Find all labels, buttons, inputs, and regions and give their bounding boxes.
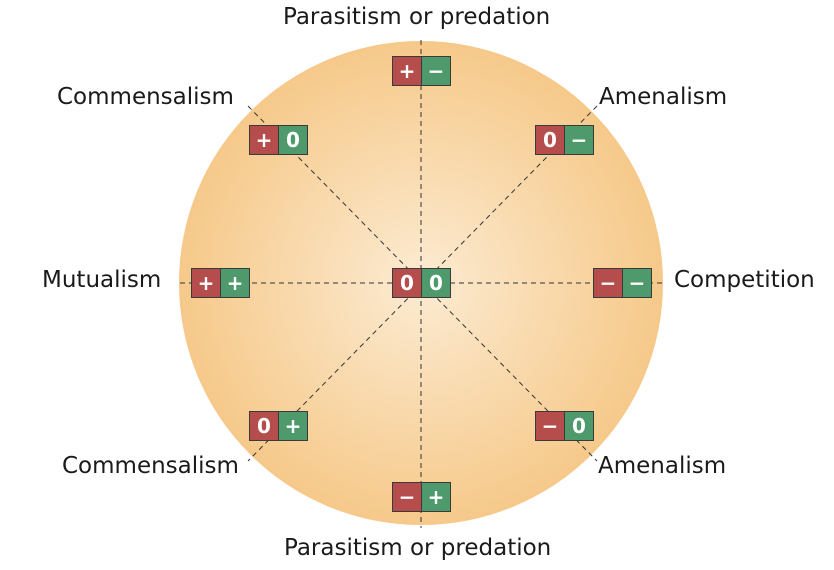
- species-a-effect: 0: [250, 412, 279, 440]
- guide-line: [247, 105, 598, 462]
- outcome-pair-right: − −: [593, 268, 652, 298]
- outcome-pair-bottom-left: 0 +: [249, 411, 308, 441]
- species-a-effect: −: [536, 412, 565, 440]
- outcome-pair-top-left: + 0: [249, 125, 308, 155]
- outcome-pair-left: + +: [191, 268, 250, 298]
- label-bottom: Parasitism or predation: [284, 535, 552, 561]
- species-b-effect: −: [422, 57, 450, 85]
- species-a-effect: −: [393, 483, 422, 511]
- species-b-effect: 0: [565, 412, 593, 440]
- species-b-effect: +: [279, 412, 307, 440]
- guide-line: [247, 105, 598, 462]
- outcome-pair-top: + −: [392, 56, 451, 86]
- outcome-pair-bottom-right: − 0: [535, 411, 594, 441]
- outcome-pair-bottom: − +: [392, 482, 451, 512]
- center-outcome-pair: 0 0: [392, 268, 451, 298]
- species-b-effect: +: [422, 483, 450, 511]
- label-top-left: Commensalism: [57, 84, 234, 110]
- label-left: Mutualism: [42, 267, 162, 293]
- species-a-effect: +: [250, 126, 279, 154]
- label-bottom-right: Amenalism: [598, 453, 727, 479]
- species-b-effect: 0: [279, 126, 307, 154]
- label-top-right: Amenalism: [599, 84, 728, 110]
- label-right: Competition: [674, 267, 815, 293]
- species-b-effect: 0: [422, 269, 450, 297]
- species-a-effect: 0: [393, 269, 422, 297]
- label-top: Parasitism or predation: [283, 4, 551, 30]
- species-a-effect: −: [594, 269, 623, 297]
- outcome-pair-top-right: 0 −: [535, 125, 594, 155]
- species-a-effect: +: [393, 57, 422, 85]
- species-b-effect: +: [221, 269, 249, 297]
- species-a-effect: +: [192, 269, 221, 297]
- label-bottom-left: Commensalism: [62, 453, 239, 479]
- species-b-effect: −: [623, 269, 651, 297]
- species-b-effect: −: [565, 126, 593, 154]
- species-a-effect: 0: [536, 126, 565, 154]
